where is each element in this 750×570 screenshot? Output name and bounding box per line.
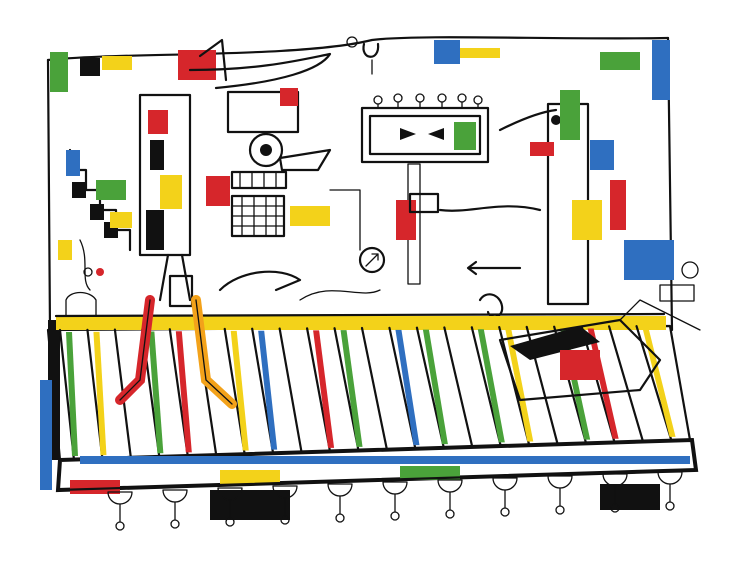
bottom-rail (55, 437, 699, 531)
connector-wires (168, 189, 542, 328)
key-accent (313, 330, 335, 448)
wheel (437, 479, 463, 519)
key-accent (477, 329, 505, 443)
central-display (358, 93, 490, 285)
key-accent (340, 330, 363, 447)
wheel (107, 491, 133, 531)
wheel (382, 481, 408, 521)
key-accent (642, 328, 676, 437)
wheel (162, 489, 188, 529)
wheel (327, 483, 353, 523)
wheel (657, 471, 683, 511)
key-accent (395, 329, 420, 446)
key-accent (66, 332, 78, 456)
key-accent (258, 330, 278, 450)
left-staircase (58, 148, 132, 321)
wheel (217, 487, 243, 527)
key-divider (580, 325, 616, 444)
key-accent (93, 331, 107, 456)
left-figure-legs (115, 295, 237, 409)
key-accent (505, 329, 534, 442)
key-divider (278, 327, 303, 454)
tall-beaked-figure (138, 38, 332, 302)
wheel (272, 485, 298, 525)
key-divider (443, 326, 474, 449)
wheel (492, 477, 518, 517)
key-accent (230, 330, 249, 451)
key-accent (175, 331, 192, 453)
key-divider (635, 325, 673, 443)
key-divider (607, 325, 645, 443)
right-bird-figure (498, 90, 699, 306)
right-piano-machine (498, 299, 701, 402)
screen-antennas (373, 93, 483, 109)
key-accent (422, 329, 448, 445)
wheel (602, 473, 628, 513)
key-divider (360, 326, 389, 452)
machine-frame (46, 36, 674, 332)
robot-head (206, 88, 332, 238)
key-accent (148, 331, 164, 454)
wheel (547, 475, 573, 515)
